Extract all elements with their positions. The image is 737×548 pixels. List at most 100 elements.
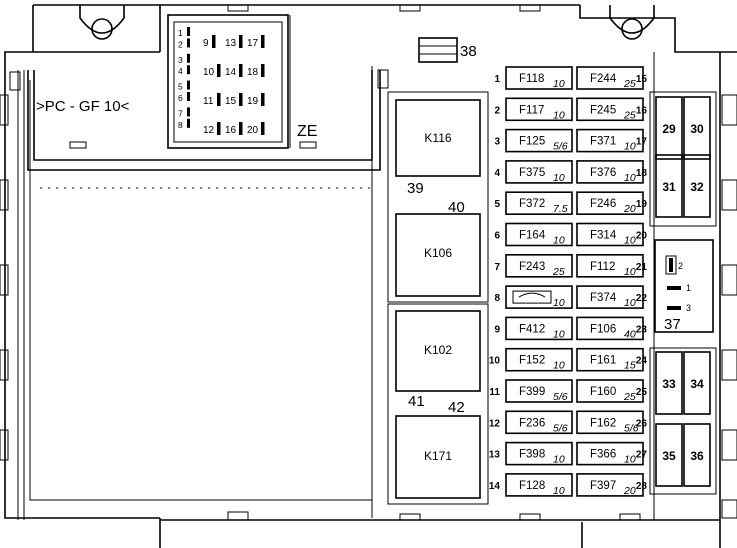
pin-contact	[187, 80, 190, 90]
fuse-rating: 15	[624, 360, 636, 372]
maxi-fuse-number: 31	[662, 180, 676, 194]
maxi-fuse-number: 30	[690, 122, 704, 136]
pin-label: 7	[178, 108, 183, 118]
maxi-fuse-number: 34	[690, 377, 704, 391]
fuse-id: F164	[519, 230, 546, 242]
relay-number: 40	[448, 199, 465, 216]
maxi-fuse: 32	[683, 154, 711, 218]
pin-contact	[239, 122, 243, 135]
maxi-fuse: 35	[655, 423, 683, 487]
fuse-position: 13	[489, 450, 501, 461]
pin-contact	[261, 64, 265, 77]
fuse-position: 10	[489, 356, 501, 367]
maxi-fuse-number: 29	[662, 122, 676, 136]
right-clips	[721, 94, 737, 519]
fuse-id: F399	[519, 386, 545, 398]
pin-label: 16	[225, 125, 237, 136]
fuse-position: 3	[494, 137, 500, 148]
relay-area: K116 39 K106 40 K102 41 K171 42	[387, 91, 489, 505]
fuse-position: 4	[494, 168, 500, 179]
pin-label: 6	[178, 93, 183, 103]
fuse-id: F366	[590, 449, 616, 461]
pin-contact	[261, 35, 265, 48]
fuse-rating: 10	[553, 235, 565, 247]
fuse-housing	[505, 254, 573, 278]
housing-outline	[0, 4, 737, 548]
fuse-position: 26	[636, 418, 648, 429]
fuse-rating: 10	[624, 297, 636, 309]
fuse-housing	[505, 441, 573, 466]
fuse-id: F397	[590, 480, 616, 492]
fuse-id: F245	[590, 104, 616, 116]
fuse-housing	[576, 316, 644, 341]
fuse-id: F160	[590, 386, 616, 398]
fuse-symbol	[512, 290, 552, 304]
relay-k102: K102 41	[395, 310, 481, 410]
fuse-housing	[576, 128, 644, 153]
fuse-rating: 7.5	[553, 203, 568, 215]
fuse-id: F112	[590, 261, 615, 273]
pin-label: 11	[203, 96, 214, 107]
fuse-housing	[576, 347, 644, 372]
pin-contact	[187, 92, 190, 101]
fuse-rating: 25	[552, 266, 565, 278]
fuse-slot: 8 10	[494, 285, 573, 309]
fuse-housing	[505, 473, 573, 497]
fuse-housing	[505, 316, 573, 341]
fuse-id: F236	[519, 417, 545, 429]
fuse-rating: 5/6	[624, 422, 639, 434]
maxi-fuse-number: 32	[690, 180, 704, 194]
maxi-fuse-housing	[683, 96, 711, 160]
pin-contact	[217, 122, 221, 135]
fuse-housing	[576, 254, 644, 278]
maxi-fuse: 34	[683, 351, 711, 415]
pin-label: 2	[178, 39, 183, 49]
fuse-id: F128	[519, 480, 545, 492]
relay-k116: K116 39	[395, 99, 481, 197]
pin-contact	[239, 64, 243, 77]
fuse-position: 28	[636, 481, 648, 492]
fuse-rating: 10	[624, 172, 636, 184]
diode-pin-1: 1	[686, 283, 691, 293]
fuse-id: F117	[519, 104, 544, 116]
fuse-id: F371	[590, 136, 616, 148]
relay-name: K102	[424, 343, 452, 357]
fuse-position: 8	[494, 293, 500, 304]
fuse-id: F376	[590, 167, 616, 179]
pin-label: 3	[178, 55, 183, 65]
fuse-rating: 25	[623, 391, 636, 403]
maxi-fuse-number: 35	[662, 449, 676, 463]
maxi-fuse-number: 36	[690, 449, 704, 463]
maxi-fuse-housing	[683, 154, 711, 218]
maxi-fuse: 29	[655, 96, 683, 160]
fuse-rating: 10	[553, 454, 565, 466]
fuse-housing	[505, 128, 573, 153]
relay-name: K171	[424, 449, 452, 463]
pin-contact	[261, 122, 265, 135]
fuse-rating: 10	[553, 297, 565, 309]
diode-pin-3: 3	[686, 303, 691, 313]
fuse-position: 20	[636, 231, 648, 242]
pin-label: 17	[247, 38, 259, 49]
fuse-rating: 10	[553, 172, 565, 184]
pin-label: 20	[247, 125, 259, 136]
relay-name: K106	[424, 246, 452, 260]
left-clips	[0, 70, 25, 520]
pin-contact	[239, 35, 243, 48]
fuse-id: F243	[519, 261, 545, 273]
fuse-rating: 10	[553, 328, 565, 340]
fuse-housing	[576, 97, 644, 122]
diode-block-37: 2 1 3 37	[654, 239, 714, 333]
